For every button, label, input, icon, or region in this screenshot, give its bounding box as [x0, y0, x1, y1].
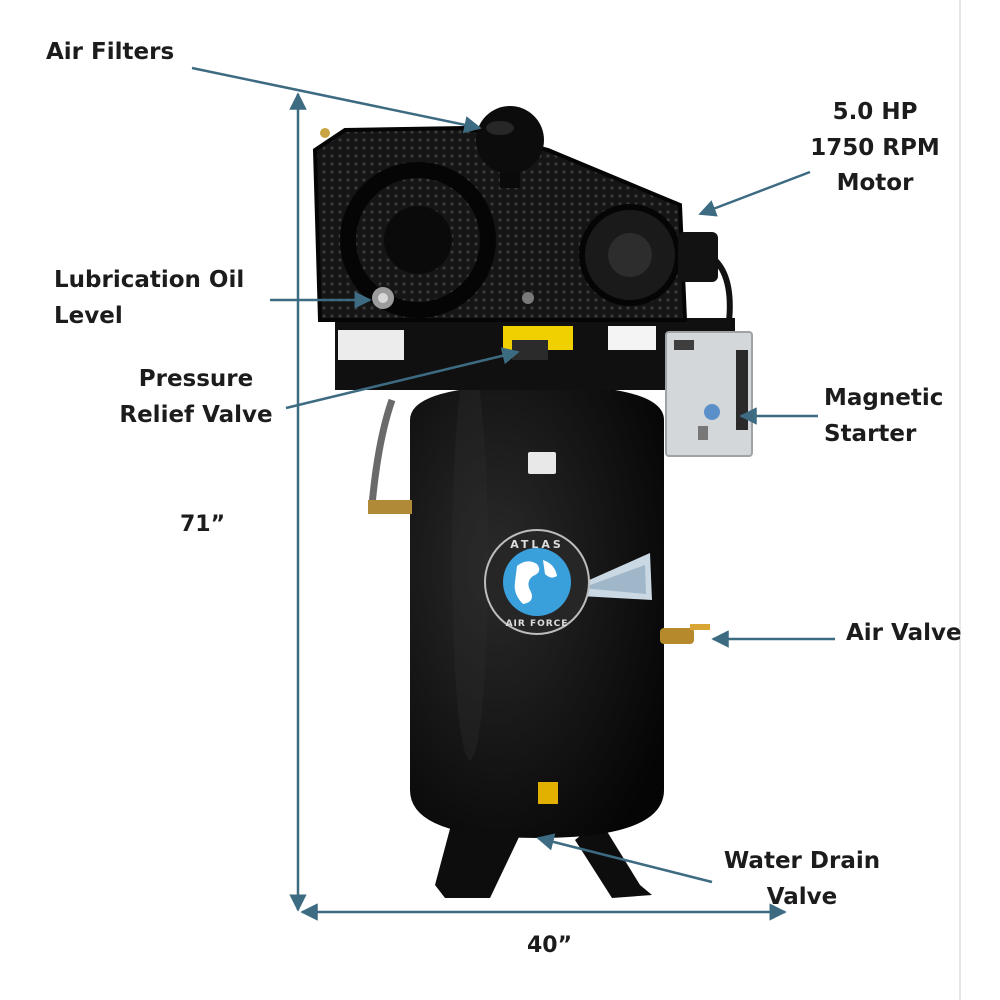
dimension-height: 71” — [180, 512, 226, 537]
label-air-valve: Air Valve — [846, 620, 962, 646]
relief-valve-arrow — [285, 347, 520, 410]
label-oil-level-line1: Lubrication Oil — [54, 267, 245, 293]
label-motor: 5.0 HP 1750 RPM Motor — [800, 95, 950, 202]
starter-button — [704, 404, 720, 420]
label-motor-line3: Motor — [836, 170, 914, 197]
logo-text-top: ATLAS — [510, 538, 564, 551]
label-oil-level-line2: Level — [54, 302, 123, 329]
discharge-pipe — [368, 398, 411, 512]
label-water-drain-line2: Valve — [766, 883, 838, 910]
drain-valve-arrow — [536, 833, 713, 884]
logo-text-bottom: AIR FORCE — [506, 619, 569, 629]
label-oil-level: Lubrication Oil Level — [54, 263, 244, 334]
label-magnetic-starter-line2: Starter — [824, 420, 917, 447]
label-water-drain-line1: Water Drain — [723, 848, 881, 874]
label-relief-valve-line2: Relief Valve — [119, 401, 273, 428]
tank-leg-right — [575, 820, 652, 898]
label-magnetic-starter: Magnetic Starter — [824, 381, 943, 452]
air-filters-arrow — [191, 66, 482, 134]
label-motor-line1: 5.0 HP — [832, 99, 918, 125]
label-relief-valve: Pressure Relief Valve — [106, 362, 286, 433]
magnetic-starter-box — [665, 331, 753, 457]
atlas-logo: ATLAS AIR FORCE — [484, 529, 652, 635]
air-filter-housing — [476, 106, 544, 174]
compressor-illustration: ATLAS AIR FORCE — [312, 106, 753, 898]
label-motor-line2: 1750 RPM — [810, 134, 940, 161]
label-air-filters: Air Filters — [46, 39, 175, 65]
motor-arrow — [698, 170, 811, 217]
label-magnetic-starter-line1: Magnetic — [824, 385, 944, 411]
label-water-drain-valve: Water Drain Valve — [712, 844, 892, 915]
dimension-width: 40” — [527, 933, 573, 958]
label-relief-valve-line1: Pressure — [138, 366, 254, 392]
air-valve-body — [660, 628, 694, 644]
pump-flywheel — [340, 162, 496, 318]
motor-end — [678, 232, 718, 282]
tank-flag-label — [528, 452, 556, 474]
